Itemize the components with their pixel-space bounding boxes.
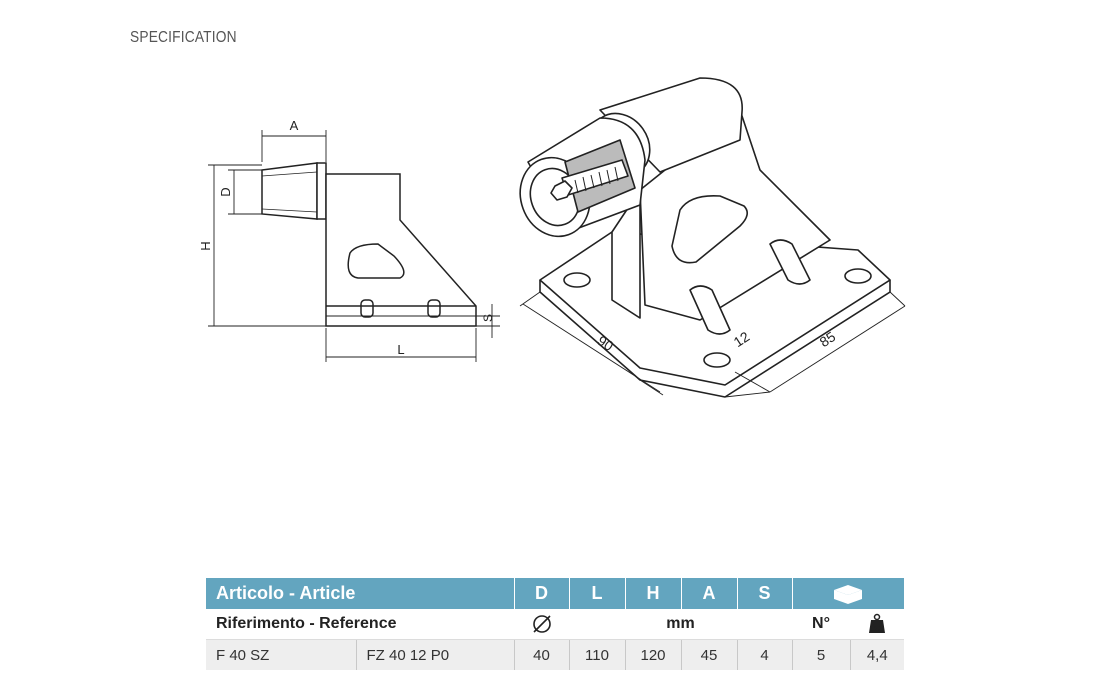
table-row: F 40 SZ FZ 40 12 P0 40 110 120 45 4 5 4,… bbox=[206, 639, 905, 670]
dim-label-12: 12 bbox=[731, 328, 753, 350]
cell-l: 110 bbox=[569, 639, 626, 670]
unit-mm: mm bbox=[569, 609, 793, 640]
dim-label-l: L bbox=[397, 342, 404, 357]
dim-label-90: 90 bbox=[595, 332, 617, 354]
cell-reference: FZ 40 12 P0 bbox=[356, 639, 515, 670]
cell-d: 40 bbox=[514, 639, 570, 670]
cell-a: 45 bbox=[681, 639, 738, 670]
table-header-row: Articolo - Article D L H A S bbox=[206, 578, 905, 609]
package-box-icon bbox=[834, 584, 863, 604]
col-header-d: D bbox=[514, 578, 570, 609]
col-header-a: A bbox=[681, 578, 738, 609]
isometric-dimensions bbox=[519, 291, 906, 398]
weight-cell: Kg bbox=[850, 609, 905, 640]
count-header: N° bbox=[792, 609, 851, 640]
cell-h: 120 bbox=[625, 639, 682, 670]
table-units-row: Riferimento - Reference mm N° Kg bbox=[206, 609, 905, 640]
package-header bbox=[792, 578, 905, 609]
col-header-h: H bbox=[625, 578, 682, 609]
cell-article: F 40 SZ bbox=[206, 639, 357, 670]
dim-label-h: H bbox=[198, 241, 213, 250]
dim-label-85: 85 bbox=[817, 328, 839, 350]
col-header-l: L bbox=[569, 578, 626, 609]
dim-label-s: S bbox=[481, 314, 495, 322]
page-title: SPECIFICATION bbox=[130, 29, 237, 46]
technical-drawing: A D H L S bbox=[198, 77, 906, 398]
specification-table: Articolo - Article D L H A S Riferimento… bbox=[206, 578, 905, 670]
reference-header: Riferimento - Reference bbox=[206, 609, 515, 640]
dim-label-d: D bbox=[218, 187, 233, 196]
weight-kg-icon: Kg bbox=[869, 613, 886, 633]
cell-n: 5 bbox=[792, 639, 851, 670]
article-header: Articolo - Article bbox=[206, 578, 515, 609]
isometric-view-drawing bbox=[519, 77, 891, 398]
col-header-s: S bbox=[737, 578, 793, 609]
cell-s: 4 bbox=[737, 639, 793, 670]
cell-weight: 4,4 bbox=[850, 639, 905, 670]
side-view-drawing bbox=[208, 130, 500, 362]
svg-text:Kg: Kg bbox=[872, 625, 881, 632]
diameter-icon bbox=[532, 615, 551, 633]
diameter-cell bbox=[514, 609, 570, 640]
dim-label-a: A bbox=[290, 118, 299, 133]
